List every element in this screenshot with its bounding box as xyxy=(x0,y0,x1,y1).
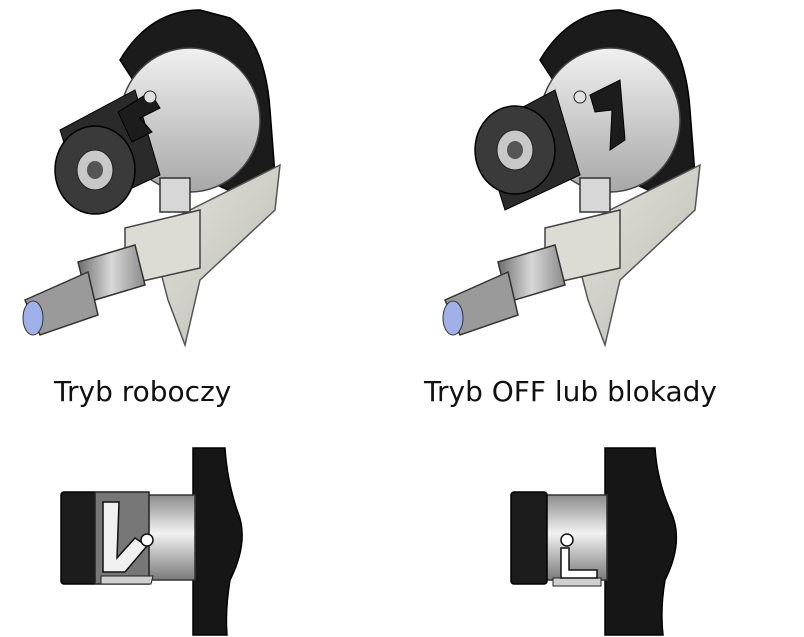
working-mode-3d-drawing xyxy=(22,9,281,348)
working-mode-side-drawing xyxy=(60,447,243,636)
working-mode-3d-view xyxy=(0,0,400,350)
off-lock-mode-label: Tryb OFF lub blokady xyxy=(424,375,718,408)
off-lock-mode-3d-view xyxy=(420,0,804,350)
off-lock-mode-side-drawing xyxy=(510,447,678,636)
off-lock-mode-3d-drawing xyxy=(442,9,701,348)
working-mode-side-view xyxy=(55,440,255,637)
working-mode-label: Tryb roboczy xyxy=(54,375,232,408)
off-lock-mode-side-view xyxy=(505,440,705,637)
